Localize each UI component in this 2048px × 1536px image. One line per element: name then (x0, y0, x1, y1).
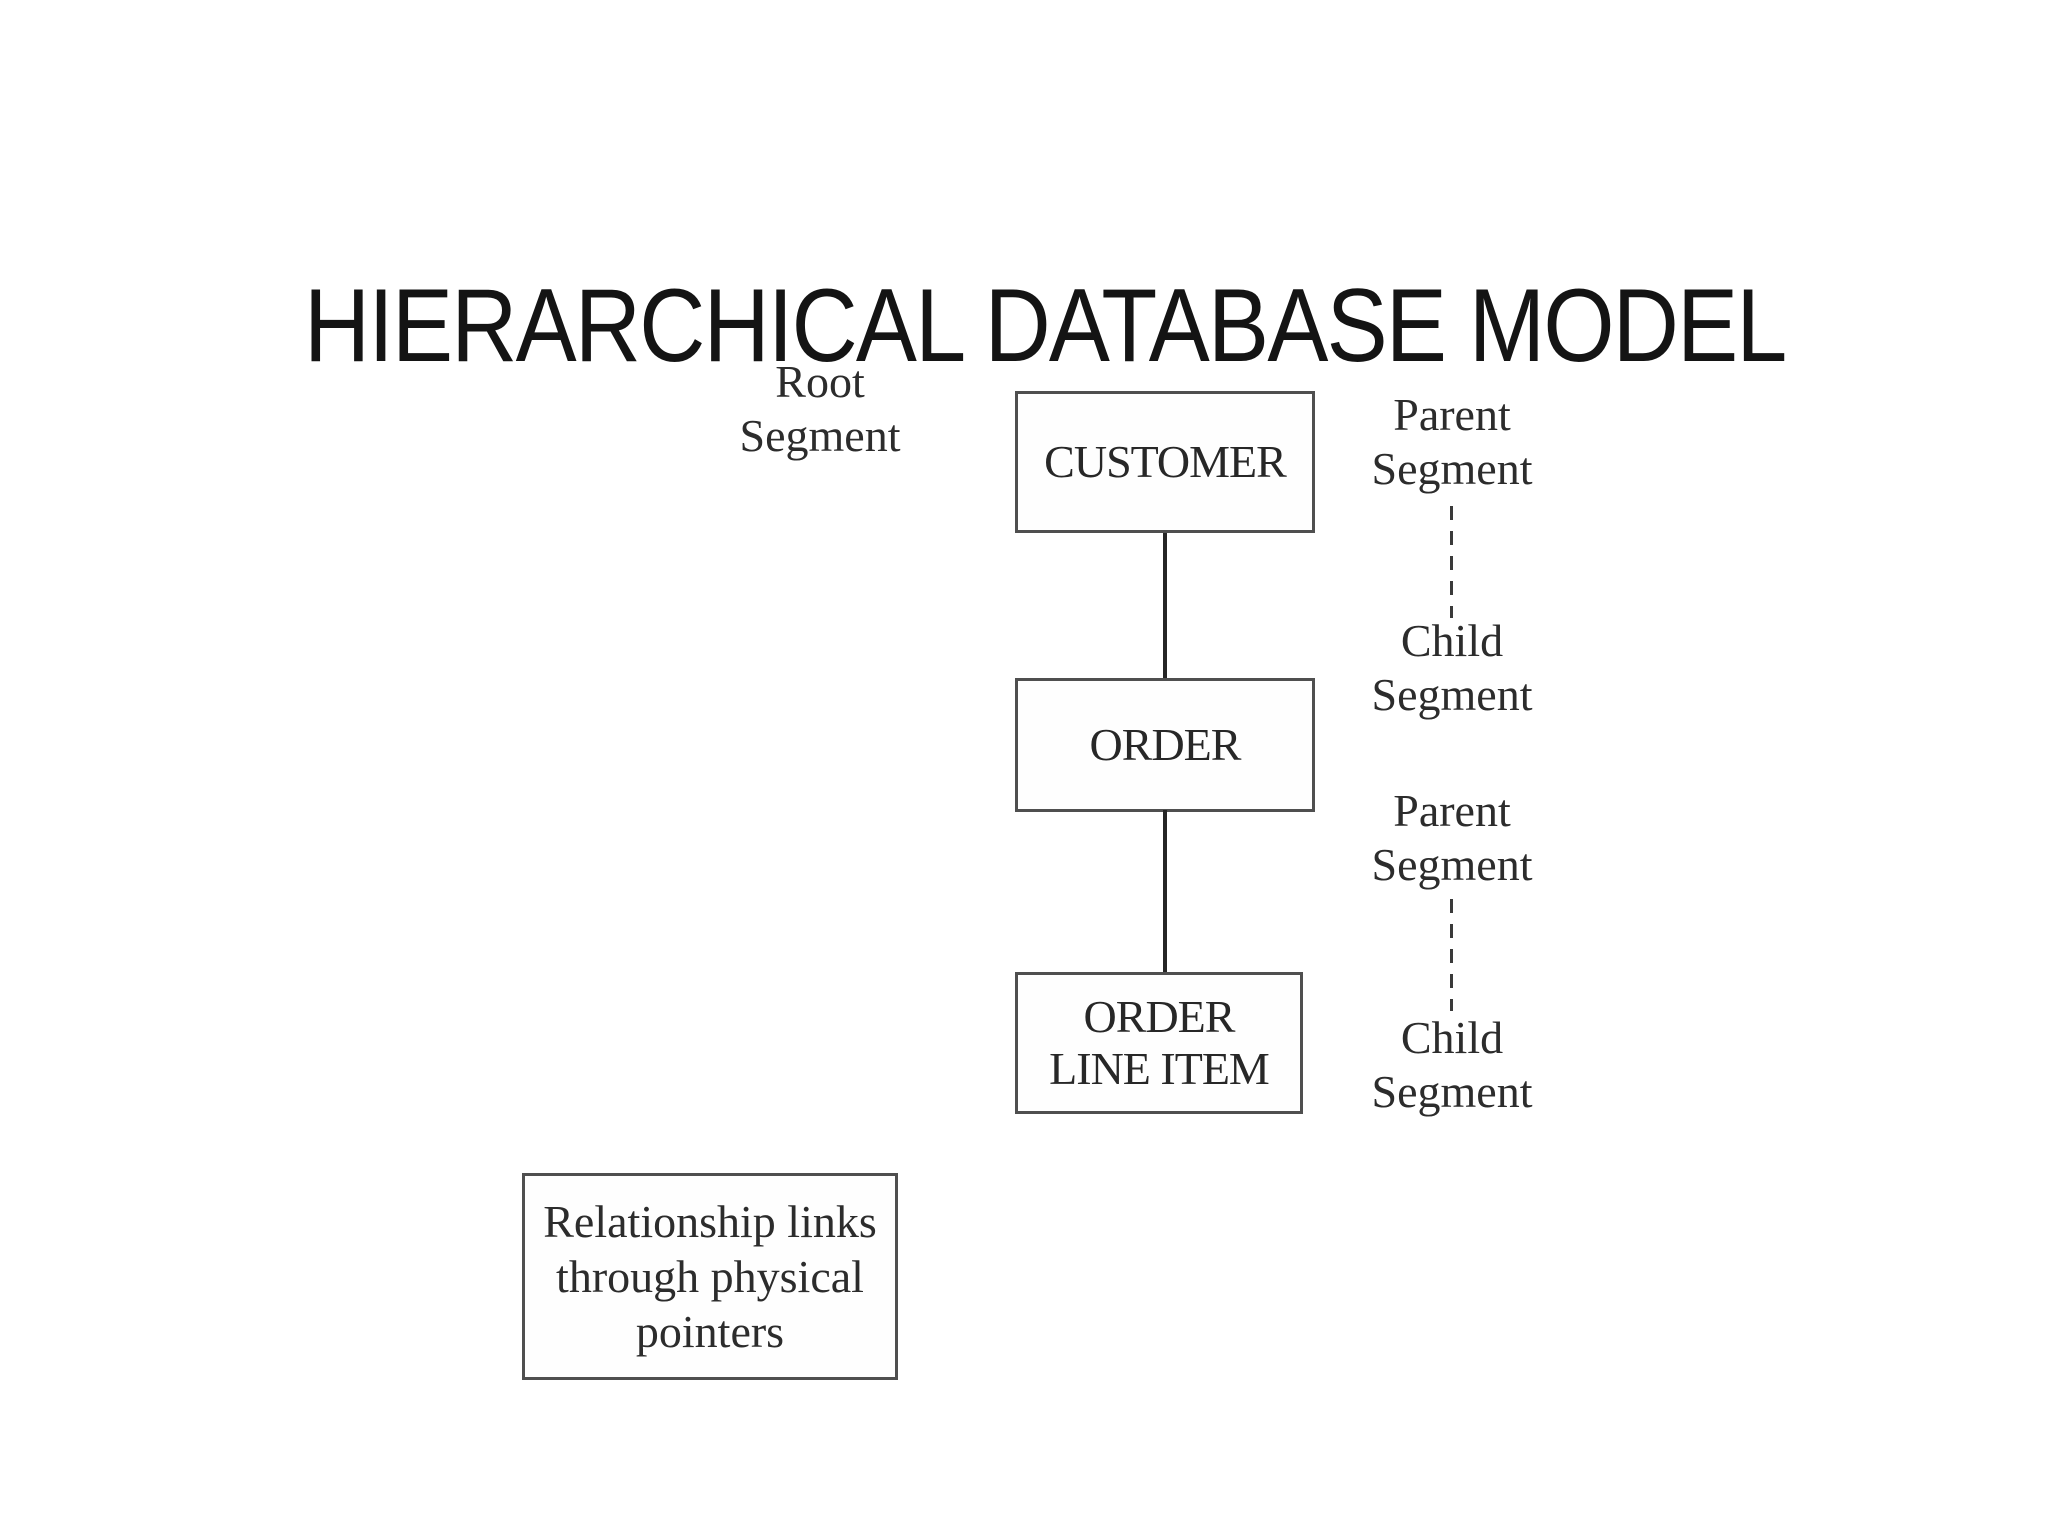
child-segment-2-line1: Child (1400, 1012, 1504, 1063)
order-line-item-node: ORDER LINE ITEM (1015, 972, 1303, 1114)
dashed-link-parent-child-2 (1450, 899, 1453, 1011)
root-segment-label-line1: Root (775, 356, 865, 407)
customer-node: CUSTOMER (1015, 391, 1315, 533)
order-node: ORDER (1015, 678, 1315, 812)
parent-segment-2-line2: Segment (1371, 839, 1533, 890)
relationship-note-line3: pointers (635, 1306, 785, 1357)
child-segment-label-1: Child Segment (1352, 614, 1552, 722)
parent-segment-2-line1: Parent (1393, 785, 1511, 836)
connector-order-lineitem (1163, 810, 1167, 974)
page-title-text: HIERARCHICAL DATABASE MODEL (304, 267, 1787, 384)
relationship-note-box: Relationship links through physical poin… (522, 1173, 898, 1380)
connector-customer-order (1163, 533, 1167, 680)
child-segment-2-line2: Segment (1371, 1066, 1533, 1117)
child-segment-label-2: Child Segment (1352, 1011, 1552, 1119)
dashed-link-parent-child-1 (1450, 506, 1453, 618)
customer-node-label: CUSTOMER (1044, 436, 1287, 487)
parent-segment-1-line1: Parent (1393, 389, 1511, 440)
relationship-note-line1: Relationship links (543, 1196, 877, 1247)
parent-segment-label-1: Parent Segment (1352, 388, 1552, 496)
order-node-label: ORDER (1089, 719, 1242, 770)
root-segment-label-line2: Segment (739, 410, 901, 461)
parent-segment-label-2: Parent Segment (1352, 784, 1552, 892)
root-segment-label: Root Segment (720, 355, 920, 463)
order-line-item-label-line2: LINE ITEM (1049, 1043, 1270, 1094)
child-segment-1-line1: Child (1400, 615, 1504, 666)
page-title: HIERARCHICAL DATABASE MODEL (0, 274, 2048, 378)
parent-segment-1-line2: Segment (1371, 443, 1533, 494)
child-segment-1-line2: Segment (1371, 669, 1533, 720)
order-line-item-label-line1: ORDER (1083, 991, 1236, 1042)
relationship-note-line2: through physical (556, 1251, 864, 1302)
